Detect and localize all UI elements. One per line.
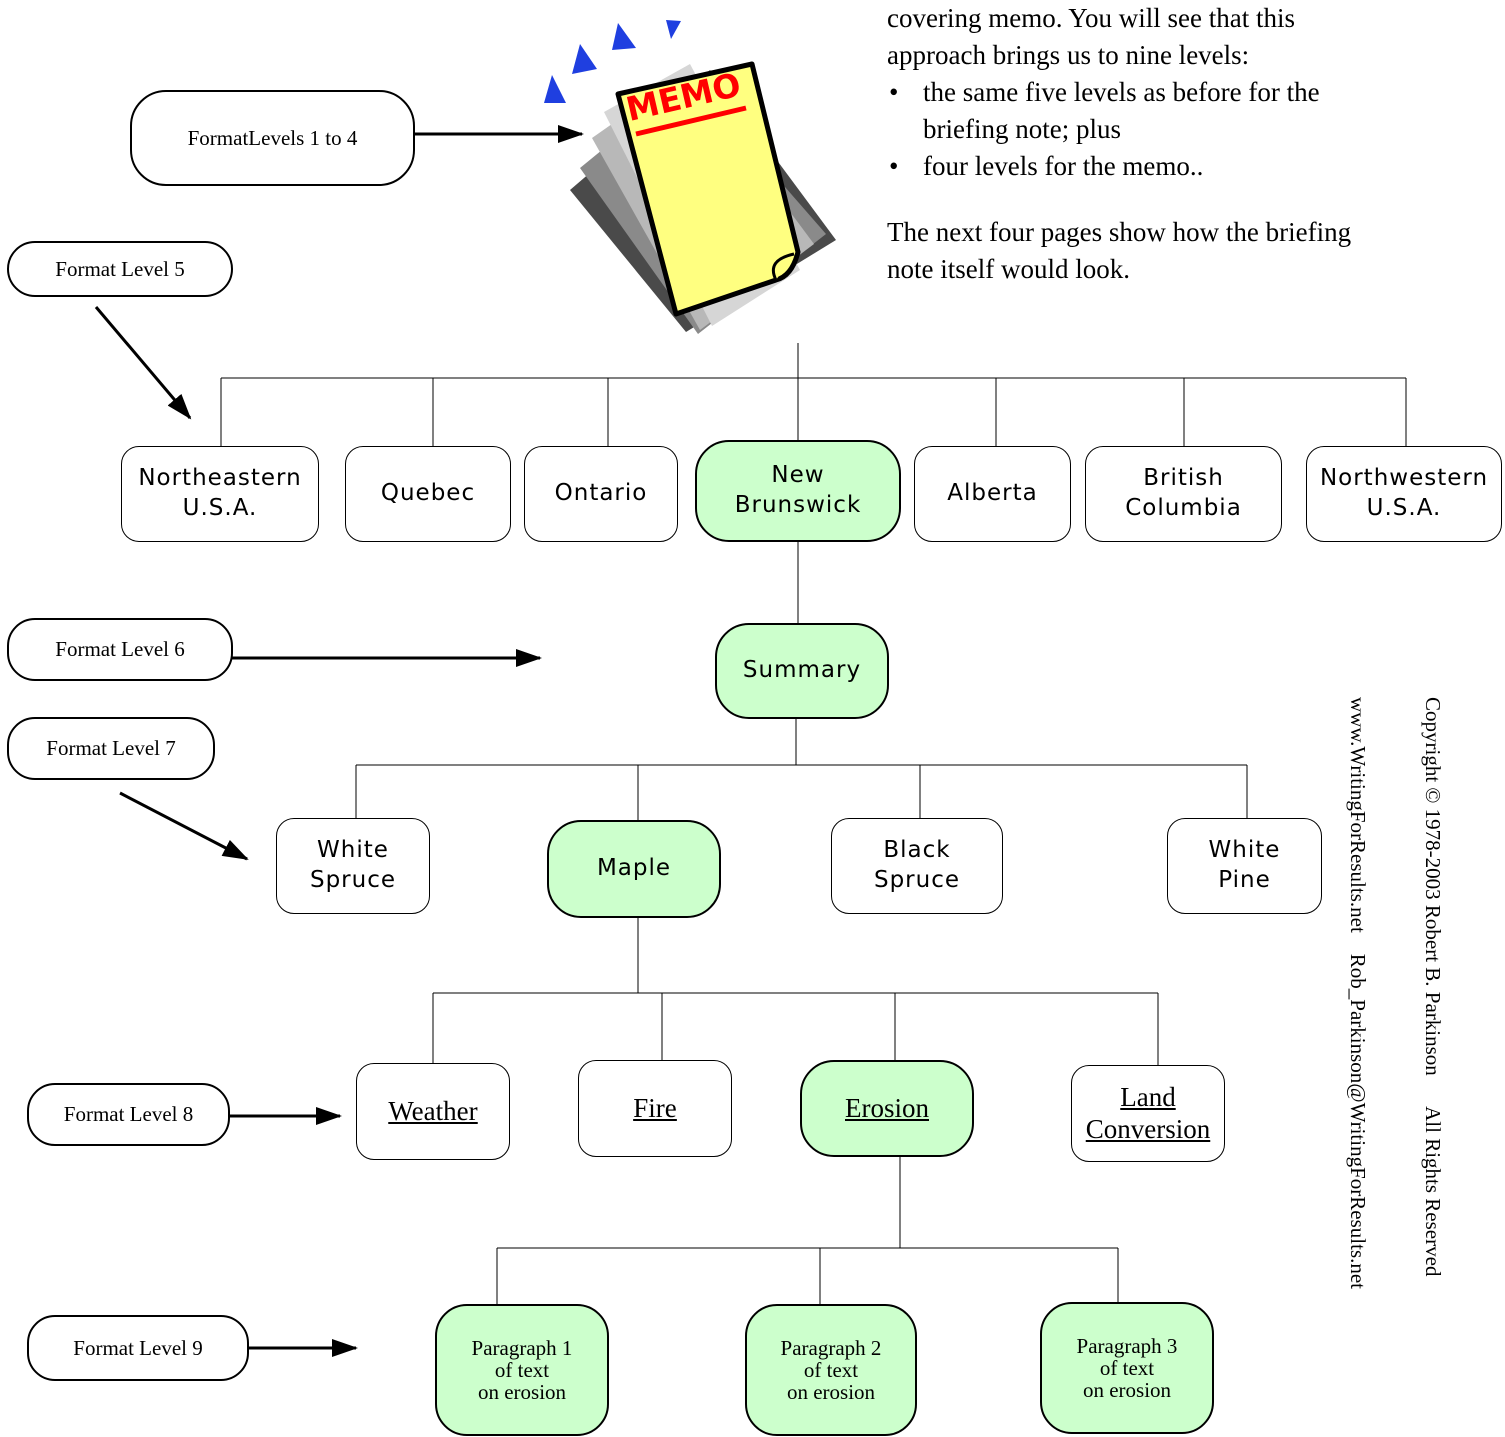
region-label: Quebec (380, 480, 476, 507)
label-line: Format (187, 125, 249, 150)
format-levels-1-4-label: FormatLevels 1 to 4 (130, 90, 415, 186)
paragraph-label: Paragraph 2 (780, 1335, 882, 1360)
summary-label: Summary (742, 657, 862, 684)
paragraph-label: of text (1099, 1355, 1155, 1380)
region-label: New (771, 462, 825, 489)
species-label: Black (883, 837, 951, 864)
region-box-alberta[interactable]: Alberta (914, 446, 1071, 542)
intro-bullet: four levels for the memo.. (887, 148, 1487, 185)
copyright-line: Copyright © 1978-2003 Robert B. Parkinso… (1421, 697, 1445, 1277)
format-level-6-label: Format Level 6 (7, 618, 233, 681)
threat-label: Fire (633, 1092, 677, 1123)
species-label: Spruce (309, 867, 397, 893)
format-level-7-label: Format Level 7 (7, 717, 215, 780)
summary-box[interactable]: Summary (715, 623, 889, 719)
species-box-maple[interactable]: Maple (547, 820, 721, 918)
memo-accent-triangle (612, 23, 636, 50)
paragraph-label: of text (803, 1357, 859, 1382)
region-label: Alberta (947, 480, 1038, 507)
intro-line: covering memo. You will see that this (887, 3, 1295, 33)
intro-line: approach brings us to nine levels: (887, 40, 1250, 70)
memo-pad-icon: MEMO (544, 20, 836, 334)
region-label: U.S.A. (1366, 495, 1442, 521)
threat-label: Erosion (845, 1092, 929, 1123)
intro-bullet: the same five levels as before for the b… (887, 74, 1393, 148)
copyright-notice: Copyright © 1978-2003 Robert B. Parkinso… (1295, 697, 1495, 1289)
memo-accent-triangle (666, 20, 681, 39)
threat-box-fire[interactable]: Fire (578, 1060, 732, 1157)
region-label: Northeastern (138, 465, 302, 492)
threat-box-erosion[interactable]: Erosion (800, 1060, 974, 1157)
format-level-8-label: Format Level 8 (27, 1083, 230, 1146)
memo-accent-triangle (572, 44, 597, 74)
paragraph-label: Paragraph 3 (1076, 1333, 1178, 1358)
intro-text: covering memo. You will see that this ap… (887, 0, 1487, 288)
intro-bullets: the same five levels as before for the b… (887, 74, 1487, 185)
species-label: Pine (1218, 867, 1271, 893)
region-label: Brunswick (734, 492, 862, 518)
threat-box-weather[interactable]: Weather (356, 1063, 510, 1160)
region-label: U.S.A. (182, 495, 258, 521)
paragraph-label: of text (494, 1357, 550, 1382)
paragraph-label: Paragraph 1 (471, 1335, 573, 1360)
format-level-9-label: Format Level 9 (27, 1315, 249, 1381)
threat-label: Land (1120, 1082, 1176, 1113)
format-level-5-label: Format Level 5 (7, 241, 233, 297)
species-label: White (1208, 837, 1281, 864)
threat-label: Conversion (1085, 1113, 1211, 1144)
region-box-quebec[interactable]: Quebec (345, 446, 511, 542)
label-line: Levels 1 to 4 (248, 125, 358, 150)
intro-closing: The next four pages show how the briefin… (887, 217, 1352, 284)
species-label: Spruce (873, 867, 961, 893)
region-label: British (1143, 465, 1224, 492)
paragraph-label: on erosion (477, 1380, 567, 1405)
region-box-ontario[interactable]: Ontario (524, 446, 678, 542)
copyright-website: www.WritingForResults.net Rob_Parkinson@… (1346, 697, 1370, 1290)
memo-accent-triangle (544, 75, 566, 103)
species-label: White (317, 837, 389, 864)
paragraph-label: on erosion (786, 1380, 876, 1405)
paragraph-label: on erosion (1082, 1378, 1172, 1403)
threat-label: Weather (388, 1095, 478, 1126)
region-label: Columbia (1125, 495, 1242, 521)
species-label: Maple (596, 855, 672, 882)
region-label: Northwestern (1319, 465, 1489, 492)
region-label: Ontario (554, 480, 648, 507)
